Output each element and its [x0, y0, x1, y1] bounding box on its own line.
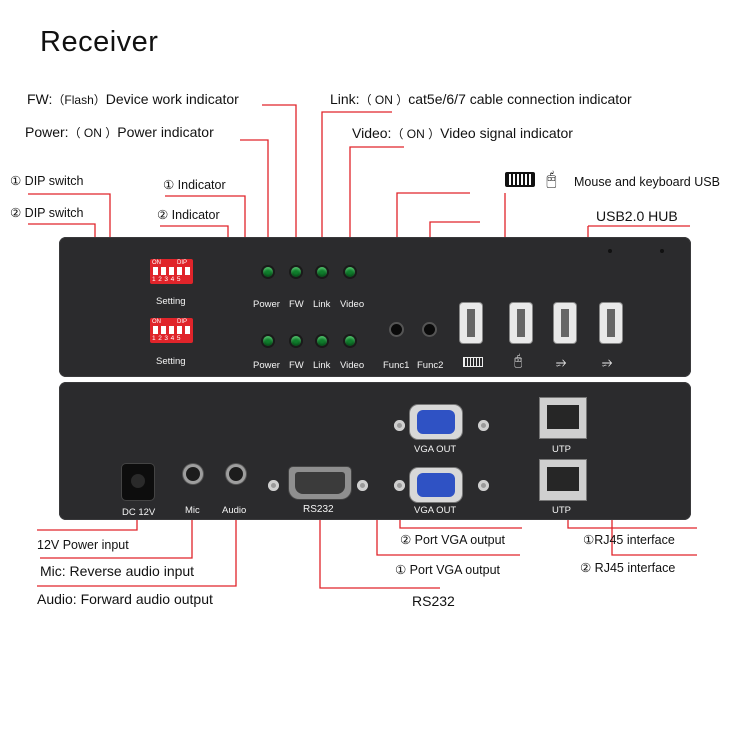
led-label-video-1: Video	[340, 299, 365, 310]
utp-label-1: UTP	[552, 444, 571, 455]
led-label-link-1: Link	[313, 299, 331, 310]
utp-port-2[interactable]	[540, 460, 586, 500]
dc-power-jack[interactable]	[122, 464, 154, 500]
utp-label-2: UTP	[552, 505, 571, 516]
keyboard-icon	[505, 172, 535, 187]
mouse-icon: 🖰	[514, 352, 523, 368]
usb-icon: ⭌	[602, 354, 613, 369]
mouse-icon: 🖰	[546, 169, 557, 189]
indicator-1-label: ① Indicator	[163, 178, 226, 192]
func2-button[interactable]	[424, 324, 435, 335]
rs232-label: RS232	[412, 593, 455, 609]
usb-hub-label: USB2.0 HUB	[596, 208, 678, 224]
led-fw-2	[291, 336, 301, 346]
audio-label: Audio	[222, 505, 247, 516]
video-label: Video:（ ON ）Video signal indicator	[352, 125, 573, 141]
mic-label: Mic	[185, 505, 200, 516]
usb-port-keyboard[interactable]	[460, 303, 482, 343]
func1-label: Func1	[383, 360, 410, 371]
led-video-1	[345, 267, 355, 277]
rj45-1-label: ①RJ45 interface	[583, 533, 675, 547]
led-link-2	[317, 336, 327, 346]
screw	[357, 480, 368, 491]
screw	[394, 420, 405, 431]
led-label-link-2: Link	[313, 360, 331, 371]
mic-input-label: Mic: Reverse audio input	[40, 563, 195, 579]
led-label-power-1: Power	[253, 299, 280, 310]
keyboard-icon	[463, 357, 483, 367]
led-video-2	[345, 336, 355, 346]
usb-port-mouse[interactable]	[510, 303, 532, 343]
usb-port-hub-2[interactable]	[600, 303, 622, 343]
dip-switch-1-label: ① DIP switch	[10, 174, 84, 188]
rear-panel	[59, 382, 691, 520]
usb-port-hub-1[interactable]	[554, 303, 576, 343]
usb-icon: ⭌	[556, 354, 567, 369]
led-power-1	[263, 267, 273, 277]
led-link-1	[317, 267, 327, 277]
led-power-2	[263, 336, 273, 346]
audio-jack[interactable]	[229, 467, 243, 481]
dc-12v-label: DC 12V	[122, 507, 156, 518]
led-label-video-2: Video	[340, 360, 365, 371]
link-label: Link:（ ON ）cat5e/6/7 cable connection in…	[330, 91, 632, 107]
mic-jack[interactable]	[186, 467, 200, 481]
led-label-power-2: Power	[253, 360, 280, 371]
led-label-fw-2: FW	[289, 360, 304, 371]
audio-output-label: Audio: Forward audio output	[37, 591, 213, 607]
led-label-fw-1: FW	[289, 299, 304, 310]
led-fw-1	[291, 267, 301, 277]
setting-label-1: Setting	[156, 296, 186, 307]
vga-out-port-2[interactable]	[410, 468, 462, 502]
screw	[478, 480, 489, 491]
setting-label-2: Setting	[156, 356, 186, 367]
fw-label: FW:（Flash）Device work indicator	[27, 91, 239, 107]
vga-1-output-label: ① Port VGA output	[395, 563, 501, 577]
func1-button[interactable]	[391, 324, 402, 335]
func2-label: Func2	[417, 360, 444, 371]
dip-switch-2-label: ② DIP switch	[10, 206, 84, 220]
indicator-2-label: ② Indicator	[157, 208, 220, 222]
mouse-keyboard-usb-label: Mouse and keyboard USB	[574, 175, 720, 189]
page-title: Receiver	[40, 26, 159, 58]
rs232-port-label: RS232	[303, 504, 334, 515]
screw	[394, 480, 405, 491]
power-input-label: 12V Power input	[37, 538, 129, 552]
vga-out-port-1[interactable]	[410, 405, 462, 439]
vga-2-output-label: ② Port VGA output	[400, 533, 506, 547]
utp-port-1[interactable]	[540, 398, 586, 438]
screw	[478, 420, 489, 431]
vga-out-label-1: VGA OUT	[414, 444, 457, 455]
vga-out-label-2: VGA OUT	[414, 505, 457, 516]
screw	[268, 480, 279, 491]
rs232-port[interactable]	[289, 467, 351, 499]
power-label: Power:（ ON ）Power indicator	[25, 124, 214, 140]
front-panel	[59, 237, 691, 377]
rj45-2-label: ② RJ45 interface	[580, 561, 676, 575]
